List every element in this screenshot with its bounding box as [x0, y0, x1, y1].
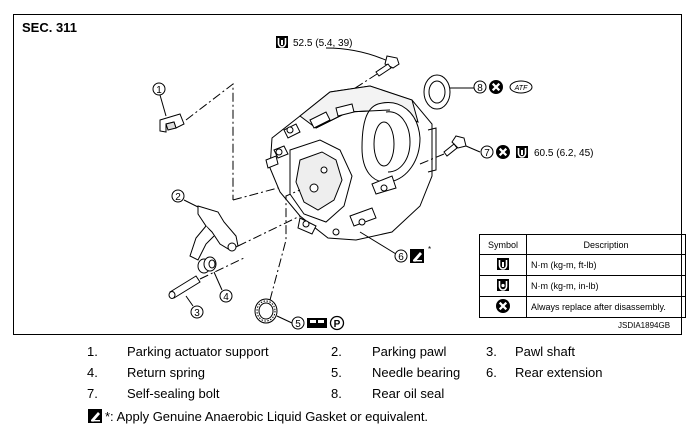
rear-extension-housing	[265, 85, 437, 241]
atf-badge: ATF	[509, 80, 533, 94]
sealant-icon	[410, 249, 424, 263]
pawl-shaft	[168, 275, 201, 299]
sealant-icon	[88, 409, 102, 423]
torque-ftlb-icon	[497, 258, 509, 270]
return-spring	[197, 256, 217, 274]
svg-text:2: 2	[175, 192, 181, 203]
legend-symbol-cell	[479, 275, 527, 297]
part-name: Parking actuator support	[127, 344, 269, 359]
svg-text:8: 8	[477, 83, 483, 94]
svg-text:4: 4	[223, 292, 229, 303]
part-name: Needle bearing	[372, 365, 461, 380]
legend-symbol-cell	[479, 296, 527, 318]
top-bolt	[375, 55, 400, 77]
diagram-frame	[13, 14, 682, 335]
exploded-view-diagram: 52.5 (5.4, 39) 1	[152, 35, 593, 331]
part-name: Rear extension	[515, 365, 603, 380]
sealant-asterisk: *	[428, 245, 431, 254]
part-name: Return spring	[127, 365, 206, 380]
part-number: 2.	[331, 344, 342, 359]
torque-ftlb-icon	[275, 35, 289, 49]
callout-4: 4	[219, 289, 233, 303]
parking-pawl	[189, 205, 239, 261]
footnote-text: *: Apply Genuine Anaerobic Liquid Gasket…	[105, 408, 429, 424]
document-code: JSDIA1894GB	[618, 321, 671, 330]
callout-3: 3	[190, 305, 204, 319]
torque-inlb-icon	[497, 279, 509, 291]
callout-6: 6	[394, 249, 408, 263]
replace-icon	[496, 299, 510, 313]
callout-1: 1	[152, 82, 166, 96]
part-number: 4.	[87, 365, 98, 380]
svg-text:P: P	[334, 319, 341, 330]
part-number: 8.	[331, 386, 342, 401]
legend-table: Symbol Description N·m (kg-m, ft-lb) N·m…	[479, 234, 686, 318]
legend-description: N·m (kg-m, ft-lb)	[526, 254, 686, 276]
svg-text:3: 3	[194, 308, 200, 319]
part-number: 6.	[486, 365, 497, 380]
callout-5: 5	[291, 316, 305, 330]
legend-description: Always replace after disassembly.	[526, 296, 686, 318]
legend-header-symbol: Symbol	[479, 234, 527, 255]
parking-actuator-support	[159, 113, 185, 133]
svg-text:5: 5	[295, 319, 301, 330]
part-number: 7.	[87, 386, 98, 401]
part-name: Pawl shaft	[515, 344, 575, 359]
torque-top-value: 52.5 (5.4, 39)	[293, 38, 352, 49]
legend-header-description: Description	[526, 234, 686, 255]
svg-text:7: 7	[484, 148, 490, 159]
svg-text:1: 1	[156, 85, 162, 96]
replace-icon	[487, 78, 505, 96]
needle-bearing	[254, 298, 278, 324]
callout-7: 7	[480, 145, 494, 159]
svg-text:6: 6	[398, 252, 404, 263]
torque-ftlb-icon	[515, 145, 529, 159]
torque-right-value: 60.5 (6.2, 45)	[534, 148, 593, 159]
rear-oil-seal	[423, 74, 451, 110]
section-label: SEC. 311	[22, 20, 77, 35]
callout-8: 8	[473, 80, 487, 94]
part-number: 3.	[486, 344, 497, 359]
footnote: *: Apply Genuine Anaerobic Liquid Gasket…	[87, 408, 428, 424]
part-name: Parking pawl	[372, 344, 447, 359]
part-name: Self-sealing bolt	[127, 386, 220, 401]
part-number: 5.	[331, 365, 342, 380]
callout-2: 2	[171, 189, 185, 203]
grease-icon	[307, 318, 327, 328]
part-name: Rear oil seal	[372, 386, 445, 401]
legend-symbol-cell	[479, 254, 527, 276]
replace-icon	[494, 143, 512, 161]
self-sealing-bolt	[443, 135, 467, 157]
part-number: 1.	[87, 344, 98, 359]
svg-text:ATF: ATF	[514, 85, 528, 92]
parking-mark-icon: P	[329, 315, 345, 331]
legend-description: N·m (kg-m, in-lb)	[526, 275, 686, 297]
